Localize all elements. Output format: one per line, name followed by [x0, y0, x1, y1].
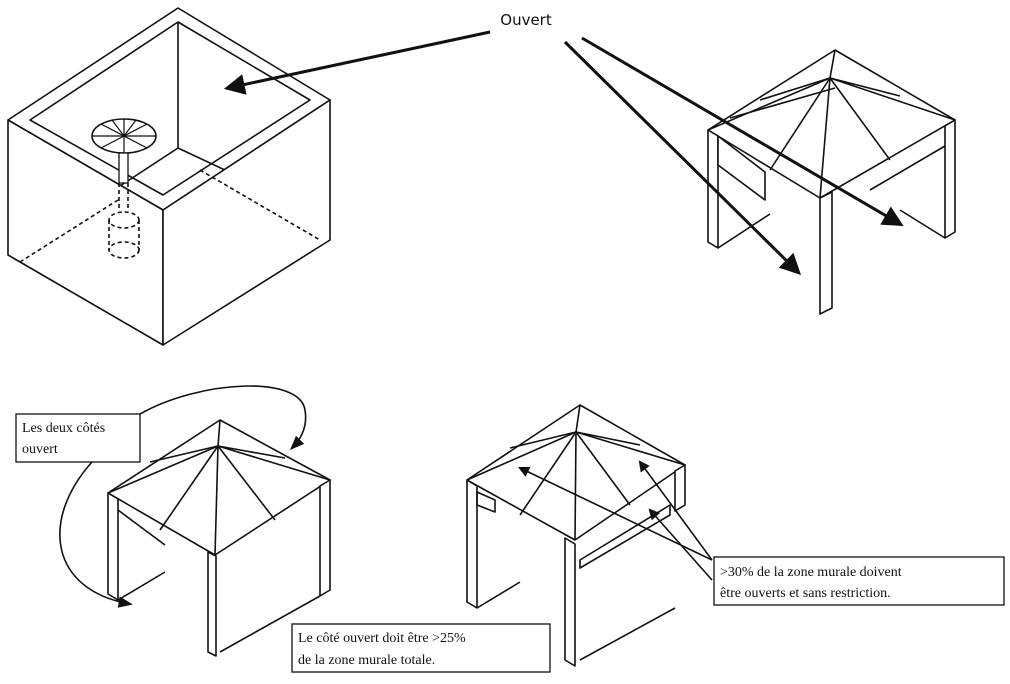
box-hidden-edge-right — [199, 169, 321, 241]
roof-rib-4 — [575, 431, 641, 446]
roof-rib-3 — [759, 77, 831, 101]
figure-gazebo-two-sides — [107, 419, 331, 657]
roof-hip-front — [214, 445, 219, 556]
left-wall-bottom — [717, 213, 771, 249]
figure-gazebo-corner — [707, 49, 956, 315]
umbrella-icon — [91, 118, 157, 184]
arrow-wall-area-right — [648, 508, 713, 581]
label-both-sides-line1: Les deux côtés — [22, 421, 105, 436]
left-wall-bottom — [117, 571, 166, 601]
right-wall-bottom — [899, 209, 946, 239]
umbrella-base-hidden — [108, 183, 140, 259]
roof-hip-right — [217, 445, 331, 481]
roof-rib-1 — [159, 445, 219, 531]
front-wall-edge — [207, 551, 217, 657]
roof-rib-3 — [149, 445, 219, 463]
label-open: Ouvert — [500, 11, 552, 29]
roof-rib-2 — [217, 445, 276, 521]
roof-rib-2 — [829, 77, 891, 161]
label-open-side-line1: Le côté ouvert doit être >25% — [298, 631, 466, 646]
roof-hip-left — [107, 445, 219, 494]
front-post — [819, 191, 833, 315]
roof-hip-front — [574, 431, 577, 541]
left-wall-inner — [117, 509, 166, 546]
label-box-wall-area — [713, 556, 1005, 606]
roof-hip-right — [575, 431, 686, 466]
left-wall-bottom — [476, 581, 521, 609]
right-wall-edge — [674, 464, 686, 512]
right-wall-bottom — [579, 607, 676, 661]
right-wall-slot — [579, 504, 671, 569]
label-box-both-sides — [15, 413, 141, 463]
roof-rib-4 — [217, 445, 286, 459]
box-front-right-wall — [162, 99, 331, 346]
label-open-side-line2: de la zone murale totale. — [298, 653, 435, 668]
roof-fascia-line — [729, 87, 836, 119]
arrow-open-gazebo-front — [563, 40, 801, 275]
label-box-open-side — [291, 623, 551, 673]
front-post — [564, 537, 576, 667]
label-both-sides-line2: ouvert — [22, 442, 58, 457]
roof-rib-1 — [519, 431, 577, 516]
arrow-open-gazebo-side — [581, 36, 904, 227]
label-wall-area-line2: être ouverts et sans restriction. — [720, 586, 891, 601]
left-wall-slot — [476, 491, 496, 513]
right-wall-top — [869, 145, 946, 191]
right-wall-edge — [944, 119, 956, 239]
left-wall-edge — [466, 479, 478, 609]
box-hidden-edge-left — [19, 199, 119, 263]
roof-hip-left — [466, 431, 577, 481]
left-wall-edge — [107, 492, 119, 601]
roof-hip-back — [575, 404, 581, 433]
left-wall-top — [717, 135, 766, 201]
arrow-wall-area-top — [638, 460, 713, 561]
roof-hip-back — [217, 419, 221, 447]
right-wall-bottom — [219, 595, 321, 653]
figure-open-top-box — [7, 7, 331, 346]
arrow-curve-bottom — [59, 461, 133, 608]
arrow-curve-top — [139, 385, 307, 451]
box-inner-floor-left — [119, 147, 179, 187]
arrow-open-box — [223, 30, 491, 95]
label-wall-area-line1: >30% de la zone murale doivent — [720, 565, 902, 580]
roof-rib-2 — [575, 431, 631, 506]
roof-hip-back — [829, 49, 836, 79]
roof-hip-right — [829, 77, 956, 121]
roof-rib-4 — [829, 77, 901, 97]
roof-rib-3 — [509, 431, 577, 449]
roof-hip-left — [707, 77, 831, 131]
right-wall-edge — [319, 479, 331, 597]
figure-gazebo-partial-walls — [466, 404, 686, 667]
